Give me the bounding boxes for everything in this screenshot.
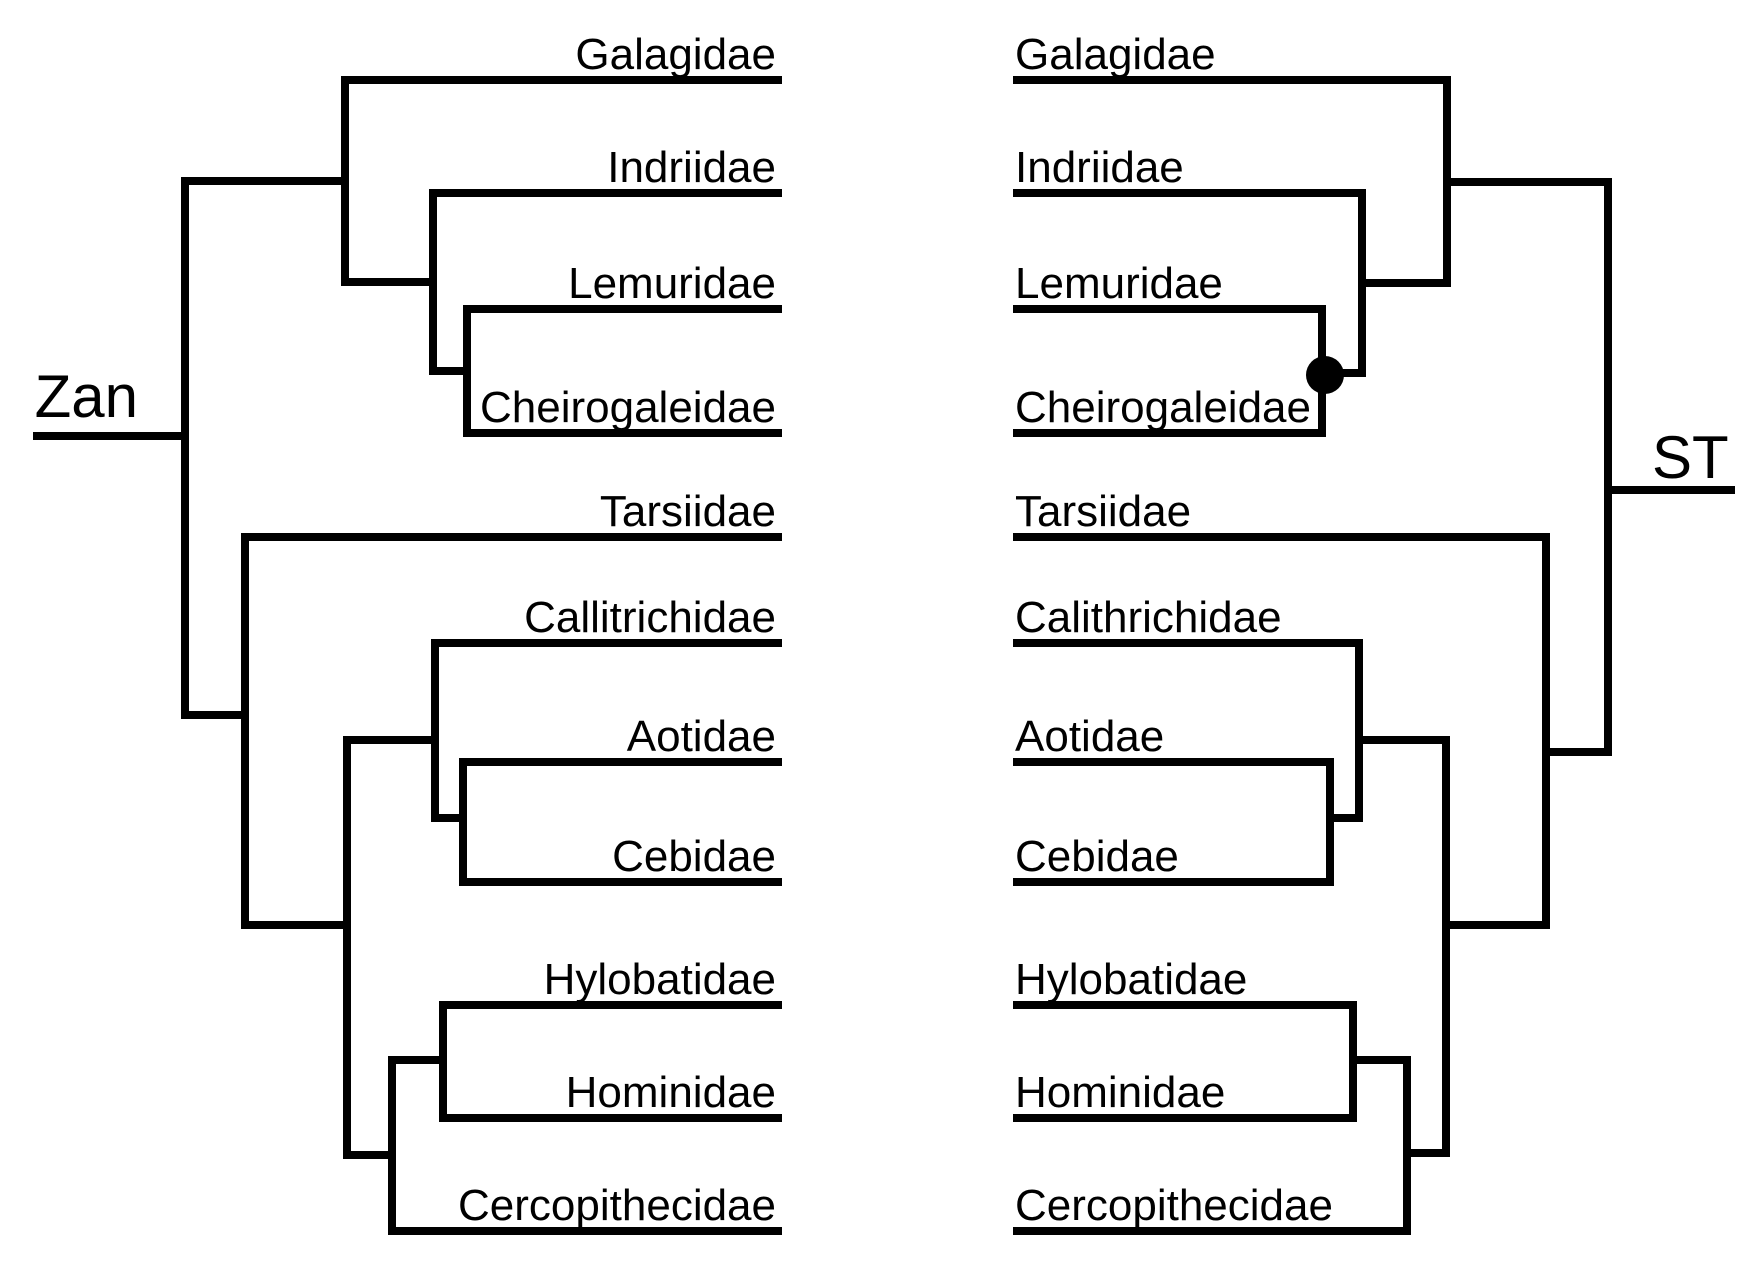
right-taxon-label-hylobatidae: Hylobatidae [1015,955,1247,1004]
left-clade-catarrhine-bracket [388,1056,782,1235]
right-taxon-label-galagidae: Galagidae [1015,30,1216,79]
left-root-label-zan: Zan [35,363,138,430]
left-clade-tarsiidae-bracket [241,533,782,929]
left-clade-hylobatidae-hominidae-bracket [439,1001,782,1122]
left-taxon-label-tarsiidae: Tarsiidae [600,487,776,536]
left-taxon-label-cheirogaleidae: Cheirogaleidae [480,383,776,432]
right-clade-hylobatidae-hominidae-bracket [1013,1001,1357,1122]
left-clade-callitrichidae-bracket [431,639,782,822]
left-taxon-label-lemuridae: Lemuridae [568,259,776,308]
left-taxon-label-hominidae: Hominidae [566,1068,776,1117]
left-tree: Galagidae Indriidae Lemuridae Cheirogale… [33,30,782,1235]
right-taxon-label-lemuridae: Lemuridae [1015,259,1223,308]
right-taxon-label-tarsiidae: Tarsiidae [1015,487,1191,536]
right-root-vertical-branch [1447,178,1612,756]
left-clade-indriidae-bracket [429,189,782,375]
right-clade-catarrhine-bracket [1013,1056,1411,1235]
left-taxon-label-hylobatidae: Hylobatidae [544,955,776,1004]
right-clade-calithrichidae-bracket [1013,639,1363,822]
left-clade-galagidae-bracket [341,76,782,286]
left-taxon-label-cercopithecidae: Cercopithecidae [458,1181,776,1230]
node-marker-dot [1306,356,1344,394]
right-clade-tarsiidae-bracket [1013,533,1550,929]
left-taxon-label-callitrichidae: Callitrichidae [524,593,776,642]
right-root-label-st: ST [1652,424,1729,491]
right-taxon-label-aotidae: Aotidae [1015,712,1164,761]
right-clade-galagidae-bracket [1013,76,1451,287]
left-taxon-label-aotidae: Aotidae [627,712,776,761]
left-clade-lemuridae-cheirogaleidae-bracket [463,305,782,437]
right-clade-aotidae-cebidae-bracket [1013,758,1334,886]
left-clade-anthropoid-vertical [343,736,435,1159]
right-clade-anthropoid-vertical [1359,736,1450,1157]
right-taxon-label-indriidae: Indriidae [1015,143,1184,192]
left-taxon-label-indriidae: Indriidae [607,143,776,192]
right-taxon-label-calithrichidae: Calithrichidae [1015,593,1282,642]
left-taxon-label-galagidae: Galagidae [575,30,776,79]
right-taxon-label-cebidae: Cebidae [1015,832,1179,881]
right-taxon-label-cheirogaleidae: Cheirogaleidae [1015,383,1311,432]
left-taxon-label-cebidae: Cebidae [612,832,776,881]
right-taxon-label-cercopithecidae: Cercopithecidae [1015,1181,1333,1230]
left-clade-aotidae-cebidae-bracket [459,758,782,886]
left-root-vertical-branch [181,177,345,719]
right-taxon-label-hominidae: Hominidae [1015,1068,1225,1117]
right-tree: Galagidae Indriidae Lemuridae Cheirogale… [1013,30,1735,1235]
